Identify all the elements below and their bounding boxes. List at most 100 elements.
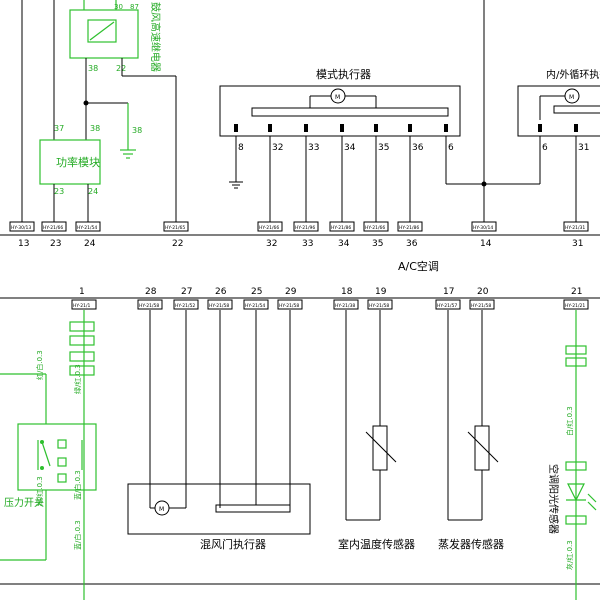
- mode-pin-terminal: [374, 124, 378, 132]
- recirc-pin-number: 6: [542, 143, 548, 153]
- bottom-connector-box: [207, 299, 233, 310]
- relay-pin-22: 22: [116, 64, 126, 73]
- top-connector-label: HY-21/54: [77, 225, 97, 231]
- mode-actuator: 模式执行器 M: [219, 67, 461, 137]
- blend-door-label: 混风门执行器: [200, 537, 266, 551]
- bottom-pin-number: 21: [571, 287, 582, 297]
- mode-pin-terminal: [234, 124, 238, 132]
- pm-pin-38: 38: [90, 124, 100, 133]
- sunlight-sensor-label: 空调阳光传感器: [547, 464, 560, 534]
- top-connector-box: [363, 221, 389, 232]
- mode-pin-number: 8: [238, 143, 244, 153]
- mode-pin-number: 32: [272, 143, 283, 153]
- bottom-pin-number: 26: [215, 287, 227, 297]
- cabin-temp-label: 室内温度传感器: [338, 537, 415, 551]
- left-wire-label: 蓝/白.0.3: [73, 470, 82, 500]
- top-connector-label: HY-21/31: [565, 225, 585, 231]
- bottom-connector-label: HY-21/57: [437, 303, 457, 309]
- bottom-connector-label: HY-21/58: [279, 303, 299, 309]
- top-connector-label: HY-21/66: [365, 225, 385, 231]
- bottom-connector-box: [71, 299, 97, 310]
- svg-text:M: M: [159, 506, 164, 513]
- recirc-potentiometer: [553, 105, 600, 114]
- ground-icon: 38: [120, 103, 142, 159]
- mode-pin-number: 6: [448, 143, 454, 153]
- right-green-connector: [565, 345, 587, 355]
- bottom-pin-number: 27: [181, 287, 192, 297]
- top-pin-number: 31: [572, 239, 583, 249]
- bottom-pin-number: 25: [251, 287, 262, 297]
- bottom-connector-box: [333, 299, 359, 310]
- left-green-connector: [69, 321, 95, 332]
- sun-wire-label-2: 灰/红.0.3: [565, 540, 574, 570]
- top-connector-label: HY-21/65: [165, 225, 185, 231]
- bottom-connector-label: HY-21/21: [565, 303, 585, 309]
- bottom-connector-box: [435, 299, 461, 310]
- top-pin-number: 33: [302, 239, 313, 249]
- ground-icon-mode: [229, 136, 243, 189]
- pm-pin-23: 23: [54, 187, 64, 196]
- bottom-pin-number: 29: [285, 287, 297, 297]
- relay-pin-38: 38: [88, 64, 98, 73]
- top-pin-number: 23: [50, 239, 61, 249]
- mode-pin-terminal: [268, 124, 272, 132]
- mode-actuator-title: 模式执行器: [316, 67, 371, 81]
- top-pin-number: 14: [480, 239, 492, 249]
- bottom-connector-box: [367, 299, 393, 310]
- top-connector-label: HY-30/14: [473, 225, 493, 231]
- svg-text:M: M: [569, 94, 574, 101]
- bottom-pin-number: 28: [145, 287, 157, 297]
- power-module: 功率模块 37 38 23 24: [39, 124, 101, 196]
- pressure-switch-label: 压力开关: [4, 496, 44, 509]
- bottom-pin-number: 1: [79, 287, 85, 297]
- recirc-actuator: 内/外循环执行器 M: [517, 68, 600, 137]
- left-wire-label: 红/白.0.3: [35, 350, 44, 380]
- recirc-pin-terminal: [574, 124, 578, 132]
- bottom-connector-box: [469, 299, 495, 310]
- photodiode-icon: [567, 483, 585, 502]
- relay-pin-87: 87: [130, 3, 139, 11]
- svg-text:38: 38: [132, 126, 142, 135]
- mode-pin-terminal: [444, 124, 448, 132]
- svg-text:M: M: [335, 94, 340, 101]
- top-pin-number: 24: [84, 239, 96, 249]
- right-green-connector: [565, 515, 587, 525]
- top-pin-number: 32: [266, 239, 277, 249]
- power-module-label: 功率模块: [56, 155, 100, 169]
- mode-potentiometer: [251, 107, 449, 117]
- top-connector-box: [163, 221, 189, 232]
- bottom-pin-number: 19: [375, 287, 387, 297]
- mode-pin-number: 36: [412, 143, 424, 153]
- junction-dot: [83, 100, 89, 106]
- left-green-connector: [69, 365, 95, 376]
- sun-wire-label-1: 白/红.0.3: [565, 406, 574, 436]
- left-wire-label: 蓝/白.0.3: [73, 520, 82, 550]
- top-connector-box: [563, 221, 589, 232]
- top-pin-number: 36: [406, 239, 418, 249]
- top-connector-label: HY-21/96: [295, 225, 315, 231]
- bottom-connector-label: HY-21/58: [209, 303, 229, 309]
- mode-pin-terminal: [304, 124, 308, 132]
- bottom-connector-box: [173, 299, 199, 310]
- right-green-connector: [565, 357, 587, 367]
- blend-door-actuator: 混风门执行器 M: [127, 310, 311, 551]
- bottom-connector-label: HY-21/58: [369, 303, 389, 309]
- left-wire-label: 绿/红.0.3: [35, 476, 44, 506]
- top-connector-box: [293, 221, 319, 232]
- bottom-connector-label: HY-21/52: [175, 303, 195, 309]
- thermistor-icon: [372, 425, 388, 471]
- top-connector-box: [75, 221, 101, 232]
- evap-sensor-label: 蒸发器传感器: [438, 537, 504, 551]
- bottom-connector-box: [137, 299, 163, 310]
- left-green-connector: [69, 351, 95, 362]
- mode-pin-number: 33: [308, 143, 319, 153]
- bottom-connector-box: [277, 299, 303, 310]
- bottom-connectors: 1HY-21/128HY-21/5827HY-21/5226HY-21/5825…: [71, 287, 589, 310]
- bottom-pin-number: 20: [477, 287, 489, 297]
- junction-dot-14: [481, 181, 487, 187]
- bottom-connector-box: [563, 299, 589, 310]
